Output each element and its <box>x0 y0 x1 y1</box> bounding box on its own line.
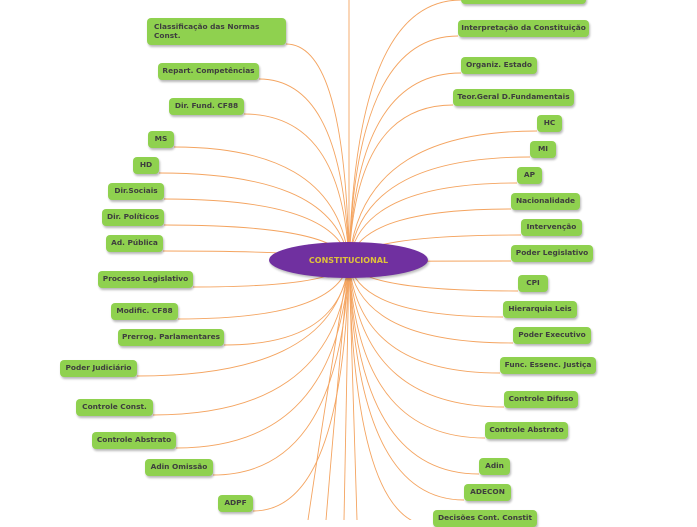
node-prerrog-parlamentares[interactable]: Prerrog. Parlamentares <box>118 329 224 346</box>
node-modific-cf88[interactable]: Modific. CF88 <box>111 303 178 320</box>
node-interpretacao-constituicao[interactable]: Interpretação da Constituição <box>458 20 589 37</box>
connector-l14 <box>212 261 350 476</box>
connector-r16 <box>348 261 465 501</box>
node-decisoes-cont-constit[interactable]: Decisões Cont. Constit <box>433 510 537 527</box>
connector-l13 <box>175 261 350 449</box>
node-poder-judiciario[interactable]: Poder Judiciário <box>60 360 137 377</box>
node-controle-abstrato-left[interactable]: Controle Abstrato <box>92 432 176 449</box>
connector-r3 <box>348 130 538 263</box>
node-controle-difuso[interactable]: Controle Difuso <box>504 391 578 408</box>
connector-offscreen-4 <box>348 261 358 520</box>
connector-r14 <box>348 261 486 439</box>
node-hierarquia-leis[interactable]: Hierarquia Leis <box>503 301 577 318</box>
node-processo-legislativo[interactable]: Processo Legislativo <box>98 271 193 288</box>
node-organiz-estado[interactable]: Organiz. Estado <box>461 57 537 74</box>
connector-r11 <box>348 261 514 344</box>
node-adpf[interactable]: ADPF <box>218 495 253 512</box>
connector-r4 <box>348 156 531 263</box>
connector-l2 <box>243 113 350 263</box>
connector-r13 <box>348 261 505 408</box>
node-adecon[interactable]: ADECON <box>464 484 511 501</box>
node-adin-omissao[interactable]: Adin Omissão <box>145 459 213 476</box>
connector-r2 <box>348 104 454 263</box>
node-ms[interactable]: MS <box>148 131 174 148</box>
node-dir-politicos[interactable]: Dir. Políticos <box>102 209 164 226</box>
connector-l0 <box>285 43 350 263</box>
connector-r12 <box>348 261 501 374</box>
node-dir-sociais[interactable]: Dir.Sociais <box>108 183 164 200</box>
connector-r1 <box>348 72 462 263</box>
node-ap[interactable]: AP <box>517 167 542 184</box>
node-ad-publica[interactable]: Ad. Pública <box>106 235 163 252</box>
node-controle-const[interactable]: Controle Const. <box>76 399 153 416</box>
connector-r0 <box>348 35 459 263</box>
connector-r17 <box>348 261 412 520</box>
node-controle-abstrato-right[interactable]: Controle Abstrato <box>485 422 568 439</box>
node-repart-competencias[interactable]: Repart. Competências <box>158 63 259 80</box>
node-poder-executivo[interactable]: Poder Executivo <box>513 327 591 344</box>
connector-l15 <box>252 261 350 512</box>
node-classificacao-normas[interactable]: Classificação das Normas Const. <box>147 18 286 45</box>
node-hd[interactable]: HD <box>133 157 159 174</box>
mindmap-node-cut-top[interactable] <box>461 0 586 4</box>
node-hc[interactable]: HC <box>537 115 562 132</box>
connector-offscreen-2 <box>325 261 350 520</box>
node-cpi[interactable]: CPI <box>518 275 548 292</box>
node-intervencao[interactable]: Intervenção <box>521 219 582 236</box>
node-poder-legislativo[interactable]: Poder Legislativo <box>511 245 593 262</box>
connector-offscreen-1 <box>307 261 350 520</box>
connector-l3 <box>173 146 350 263</box>
node-mi[interactable]: MI <box>530 141 556 158</box>
connector-l11 <box>136 261 350 377</box>
node-dir-fund-cf88[interactable]: Dir. Fund. CF88 <box>169 98 244 115</box>
connector-top <box>348 0 462 263</box>
connector-r15 <box>348 261 480 475</box>
node-nacionalidade[interactable]: Nacionalidade <box>511 193 580 210</box>
central-topic[interactable]: CONSTITUCIONAL <box>269 242 428 278</box>
connector-l4 <box>158 172 350 263</box>
node-teor-geral-dfundamentais[interactable]: Teor.Geral D.Fundamentais <box>453 89 574 106</box>
node-adin[interactable]: Adin <box>479 458 510 475</box>
connector-l1 <box>258 78 350 263</box>
connector-offscreen-3 <box>343 261 350 520</box>
node-func-essenc-justica[interactable]: Func. Essenc. Justiça <box>500 357 596 374</box>
